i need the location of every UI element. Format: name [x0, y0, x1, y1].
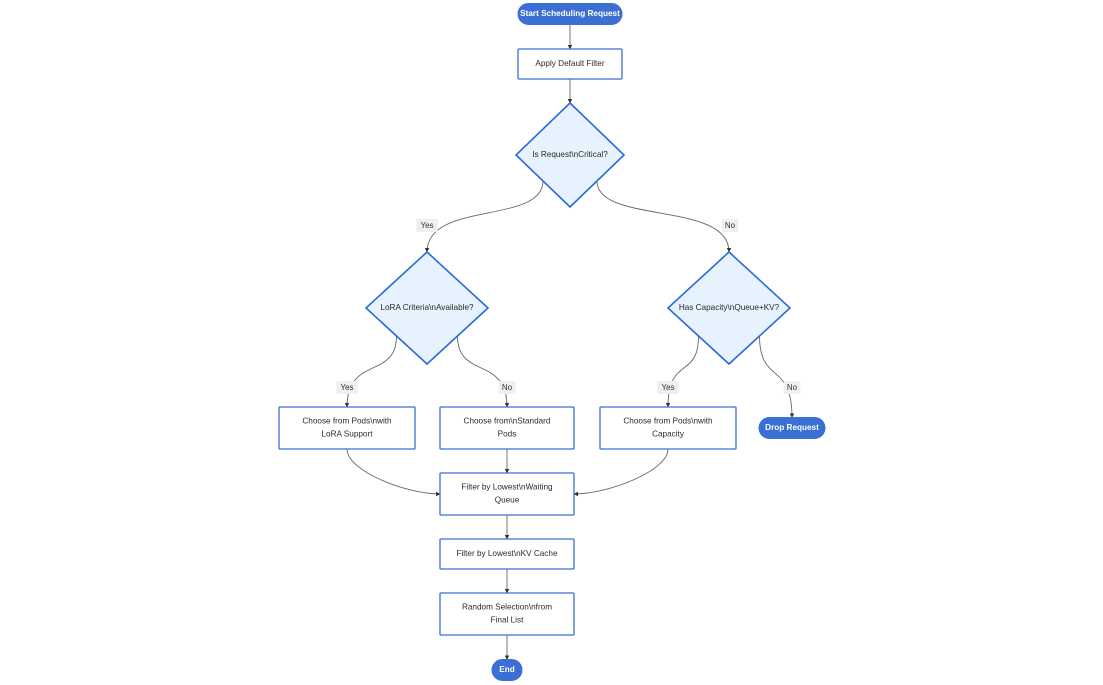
edge-label-capacity-podscap: Yes: [657, 381, 679, 394]
edge-label-lora-podslora: Yes: [336, 381, 358, 394]
edge-label-lora-podsstd: No: [498, 381, 516, 394]
node-label-podscap: Choose from Pods\nwith: [623, 417, 713, 426]
node-shape-rect: [599, 406, 737, 450]
edge-label-background: [783, 381, 801, 394]
edge-podscap-to-waitqueue: [573, 448, 669, 497]
edge-lora-to-podslora: [344, 335, 397, 408]
node-label-critical: Is Request\nCritical?: [532, 150, 608, 159]
edge-label-text: No: [787, 383, 798, 392]
node-shape-pill: [491, 659, 523, 681]
edges-layer: [344, 24, 795, 660]
node-label-lora: LoRA Criteria\nAvailable?: [380, 303, 474, 312]
edge-label-text: No: [502, 383, 513, 392]
node-shape-diamond: [666, 250, 792, 366]
edge-podslora-to-waitqueue: [346, 448, 441, 497]
node-label-podscap: Capacity: [652, 430, 685, 439]
node-label-waitqueue: Queue: [495, 496, 520, 505]
edge-capacity-to-podscap: [665, 335, 699, 408]
node-shape-pill: [517, 3, 623, 25]
edge-label-background: [721, 219, 739, 232]
node-label-podsstd: Pods: [498, 430, 517, 439]
edge-lora-to-podsstd: [457, 335, 510, 408]
edge-critical-to-capacity: [596, 180, 732, 253]
node-label-podsstd: Choose from\nStandard: [464, 417, 551, 426]
node-shape-rect: [278, 406, 416, 450]
node-shape-rect: [439, 472, 575, 516]
edge-label-background: [657, 381, 679, 394]
node-label-start: Start Scheduling Request: [520, 9, 620, 18]
node-label-drop: Drop Request: [765, 423, 819, 432]
edge-label-critical-lora: Yes: [416, 219, 438, 232]
node-label-default: Apply Default Filter: [535, 59, 604, 68]
node-shape-diamond: [364, 250, 490, 366]
node-label-waitqueue: Filter by Lowest\nWaiting: [461, 483, 553, 492]
edge-label-critical-capacity: No: [721, 219, 739, 232]
node-capacity[interactable]: Has Capacity\nQueue+KV?: [666, 250, 792, 366]
edge-label-text: No: [725, 221, 736, 230]
node-label-podslora: Choose from Pods\nwith: [302, 417, 392, 426]
edge-capacity-to-drop: [759, 335, 795, 418]
node-label-podslora: LoRA Support: [322, 430, 374, 439]
node-kvcache[interactable]: Filter by Lowest\nKV Cache: [439, 538, 575, 570]
edge-label-capacity-drop: No: [783, 381, 801, 394]
node-shape-pill: [758, 417, 826, 439]
node-label-kvcache: Filter by Lowest\nKV Cache: [456, 549, 557, 558]
node-end[interactable]: End: [491, 659, 523, 681]
edge-label-text: Yes: [420, 221, 433, 230]
node-label-end: End: [499, 665, 514, 674]
node-label-random: Random Selection\nfrom: [462, 603, 552, 612]
node-shape-rect: [439, 406, 575, 450]
node-shape-rect: [517, 48, 623, 80]
edge-label-text: Yes: [340, 383, 353, 392]
node-start[interactable]: Start Scheduling Request: [517, 3, 623, 25]
node-label-random: Final List: [491, 616, 524, 625]
node-drop[interactable]: Drop Request: [758, 417, 826, 439]
node-label-capacity: Has Capacity\nQueue+KV?: [679, 303, 780, 312]
edge-critical-to-lora: [424, 180, 544, 253]
node-shape-rect: [439, 538, 575, 570]
edge-label-background: [498, 381, 516, 394]
edge-label-background: [416, 219, 438, 232]
node-critical[interactable]: Is Request\nCritical?: [514, 101, 626, 209]
node-lora[interactable]: LoRA Criteria\nAvailable?: [364, 250, 490, 366]
edge-label-text: Yes: [661, 383, 674, 392]
node-default[interactable]: Apply Default Filter: [517, 48, 623, 80]
node-shape-rect: [439, 592, 575, 636]
edge-label-background: [336, 381, 358, 394]
node-shape-diamond: [514, 101, 626, 209]
